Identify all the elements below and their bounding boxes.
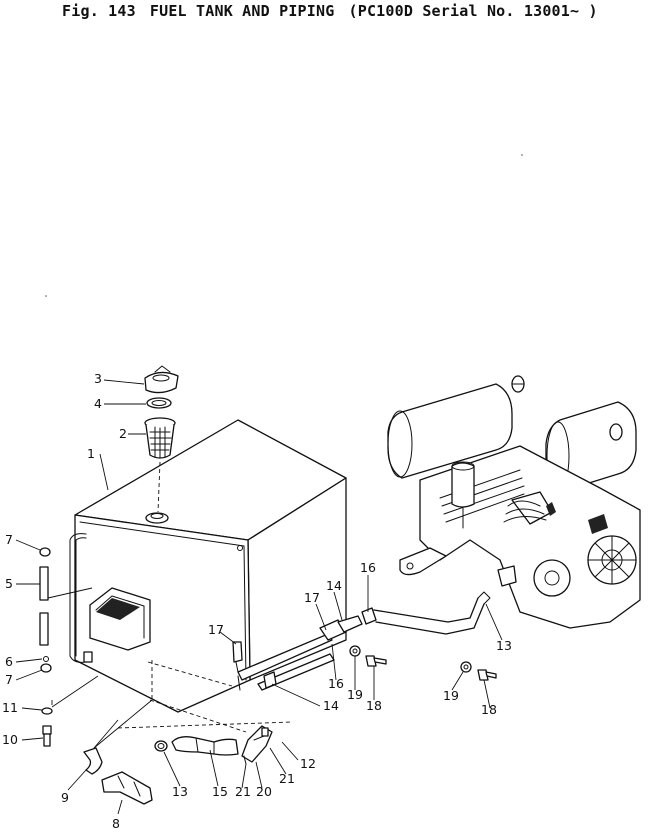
callout-19-right: 19 (443, 688, 459, 703)
callout-17-right: 17 (304, 590, 320, 605)
callout-18-center: 18 (366, 698, 382, 713)
hose-clamp-bottom (40, 656, 52, 673)
suction-hose (171, 736, 239, 756)
suction-hose-clamp (154, 740, 168, 752)
callout-11: 11 (2, 700, 18, 715)
callout-14-lower: 14 (323, 698, 339, 713)
figure-caption: FUEL TANK AND PIPING (149, 2, 335, 20)
callout-1: 1 (87, 446, 95, 461)
filler-cap (144, 365, 179, 394)
drain-plug (42, 725, 52, 747)
hose-clamp-top (39, 547, 51, 557)
drain-plug-washer (41, 707, 53, 715)
callout-14-upper: 14 (326, 578, 342, 593)
joint-block (319, 607, 377, 641)
callout-7-top: 7 (5, 532, 13, 547)
callout-20: 20 (256, 784, 272, 799)
model-serial: (PC100D Serial No. 13001~ ) (348, 2, 598, 20)
scan-speck (521, 154, 523, 156)
callout-5: 5 (5, 576, 13, 591)
callout-13-right: 13 (496, 638, 512, 653)
callout-21-left: 21 (235, 784, 251, 799)
callout-leaders (15, 379, 503, 815)
callout-labels: 1 2 3 4 5 6 7 7 8 9 10 11 12 13 13 14 14… (2, 371, 512, 831)
banjo-washer-center (349, 645, 361, 657)
callout-16-lower: 16 (328, 676, 344, 691)
cap-gasket (146, 397, 172, 409)
figure-number: Fig. 143 (62, 2, 136, 20)
callout-17-left: 17 (208, 622, 224, 637)
banjo-bolt-right (477, 669, 497, 681)
callout-2: 2 (119, 426, 127, 441)
drain-elbow (83, 747, 103, 775)
engine-fuel-line (373, 591, 491, 635)
callout-13-bottom: 13 (172, 784, 188, 799)
callout-15: 15 (212, 784, 228, 799)
callout-3: 3 (94, 371, 102, 386)
callout-7-bottom: 7 (5, 672, 13, 687)
drain-hose (101, 771, 153, 805)
callout-10: 10 (2, 732, 18, 747)
callout-12: 12 (300, 756, 316, 771)
callout-9: 9 (61, 790, 69, 805)
callout-18-right: 18 (481, 702, 497, 717)
callout-8: 8 (112, 816, 120, 831)
callout-16-upper: 16 (360, 560, 376, 575)
fuel-tank (74, 419, 347, 713)
figure-header: Fig. 143 FUEL TANK AND PIPING (PC100D Seri… (0, 0, 663, 40)
fuel-feed-pipe (257, 653, 335, 691)
callout-19-center: 19 (347, 687, 363, 702)
banjo-bolt-center (365, 655, 387, 667)
scan-speck (45, 295, 47, 297)
callout-21-right: 21 (279, 771, 295, 786)
fuel-return-pipe (237, 633, 333, 691)
hose-band-left (232, 641, 243, 673)
suction-pipe (241, 725, 273, 763)
engine-assembly (387, 375, 641, 629)
figure-title: Fig. 143 FUEL TANK AND PIPING (PC100D Seri… (62, 2, 612, 20)
banjo-washer-right (460, 661, 472, 673)
callout-6: 6 (5, 654, 13, 669)
callout-4: 4 (94, 396, 102, 411)
filler-strainer (144, 417, 176, 459)
